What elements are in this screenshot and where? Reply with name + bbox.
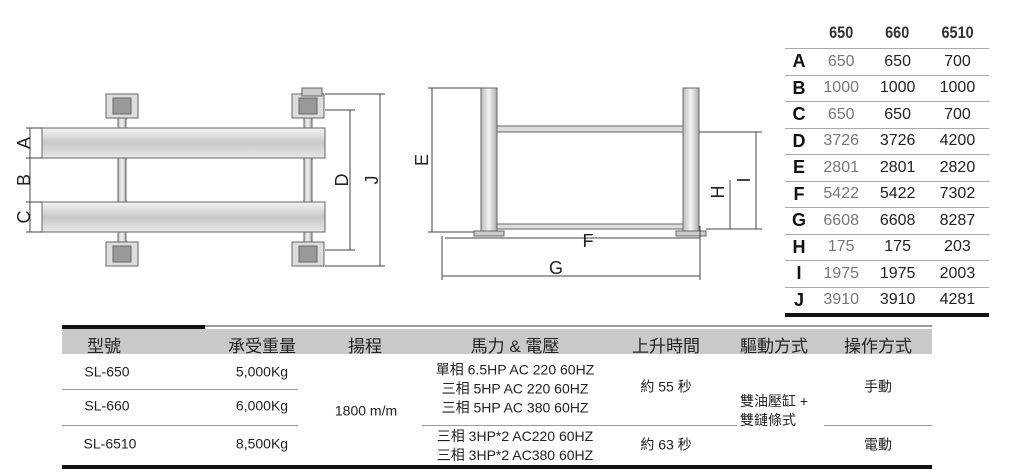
lift-height-cell: 1800 m/m bbox=[334, 402, 398, 419]
power-group-2: 三相 3HP*2 AC220 60HZ 三相 3HP*2 AC380 60HZ bbox=[436, 428, 594, 463]
dimension-label: D bbox=[785, 127, 813, 155]
dimension-label: B bbox=[785, 74, 813, 102]
divider bbox=[62, 389, 298, 390]
dim-label-c: C bbox=[14, 211, 34, 224]
power-group-1: 單相 6.5HP AC 220 60HZ 三相 5HP AC 220 60HZ … bbox=[435, 361, 595, 416]
dimension-value: 8287 bbox=[925, 207, 989, 234]
dimension-value: 4281 bbox=[925, 286, 989, 317]
dimension-value: 2003 bbox=[925, 260, 989, 287]
dim-label-g: G bbox=[549, 258, 563, 278]
dimension-value: 2820 bbox=[925, 154, 989, 181]
capacity-cell: 8,500Kg bbox=[235, 435, 289, 452]
dim-label-i: I bbox=[734, 177, 754, 182]
column-650: 650 bbox=[829, 23, 854, 42]
dimension-value: 2801 bbox=[813, 154, 870, 181]
dimension-value: 1975 bbox=[813, 260, 870, 287]
dimension-value: 650 bbox=[869, 48, 926, 75]
header-capacity: 承受重量 bbox=[228, 337, 296, 356]
column-6510: 6510 bbox=[941, 23, 974, 42]
dimension-value: 700 bbox=[925, 101, 989, 128]
dim-label-b: B bbox=[14, 174, 34, 186]
dimension-value: 3910 bbox=[813, 286, 870, 317]
dimension-label: E bbox=[785, 154, 813, 181]
divider bbox=[422, 425, 737, 426]
dimension-value: 3910 bbox=[869, 286, 926, 317]
header-lift: 揚程 bbox=[348, 337, 382, 356]
dimension-label: A bbox=[785, 48, 813, 75]
header-model: 型號 bbox=[87, 337, 121, 356]
divider bbox=[62, 425, 298, 426]
side-view-diagram: E F G H I bbox=[412, 87, 762, 280]
header-operation: 操作方式 bbox=[844, 337, 912, 356]
dimension-value: 650 bbox=[813, 48, 870, 75]
dimension-value: 3726 bbox=[813, 127, 870, 155]
operation-2: 電動 bbox=[864, 436, 892, 453]
dimension-value: 650 bbox=[813, 101, 870, 128]
dimension-value: 1000 bbox=[813, 74, 870, 102]
dimension-value: 650 bbox=[869, 101, 926, 128]
drive-cell: 雙油壓缸 + 雙鏈條式 bbox=[739, 393, 809, 428]
dimension-value: 6608 bbox=[869, 207, 926, 234]
divider bbox=[62, 325, 205, 329]
model-cell: SL-6510 bbox=[83, 435, 137, 452]
model-cell: SL-660 bbox=[84, 397, 130, 414]
dimension-value: 2801 bbox=[869, 154, 926, 181]
dimension-value: 700 bbox=[925, 48, 989, 75]
divider bbox=[62, 465, 932, 469]
dim-label-e: E bbox=[412, 154, 432, 166]
dimension-label: C bbox=[785, 101, 813, 128]
divider bbox=[62, 325, 932, 327]
dimension-value: 5422 bbox=[813, 180, 870, 208]
dimension-value: 1000 bbox=[925, 74, 989, 102]
dimension-label: G bbox=[785, 207, 813, 234]
dimension-value: 5422 bbox=[869, 180, 926, 208]
dim-label-j: J bbox=[362, 176, 382, 185]
spec-table-header: 型號 承受重量 揚程 馬力 & 電壓 上升時間 驅動方式 操作方式 bbox=[62, 329, 932, 356]
header-rise-time: 上升時間 bbox=[632, 337, 700, 356]
divider bbox=[824, 425, 932, 426]
column-660: 660 bbox=[885, 23, 910, 42]
dimension-value: 203 bbox=[925, 233, 989, 261]
dimension-label: J bbox=[785, 286, 813, 317]
dim-label-f: F bbox=[583, 231, 594, 251]
dimension-value: 4200 bbox=[925, 127, 989, 155]
dim-label-h: H bbox=[708, 186, 728, 199]
header-drive: 驅動方式 bbox=[740, 337, 808, 356]
rise-time-2: 約 63 秒 bbox=[640, 436, 692, 453]
dimension-label: I bbox=[785, 260, 813, 287]
dimension-label: F bbox=[785, 180, 813, 208]
dimension-value: 175 bbox=[869, 233, 926, 261]
operation-1: 手動 bbox=[864, 378, 892, 395]
top-view-diagram: A B C D J bbox=[14, 87, 385, 267]
dimension-value: 7302 bbox=[925, 180, 989, 208]
dimension-value: 3726 bbox=[869, 127, 926, 155]
dimension-value: 1975 bbox=[869, 260, 926, 287]
dim-label-a: A bbox=[14, 137, 34, 149]
dimension-value: 175 bbox=[813, 233, 870, 261]
dimension-value: 6608 bbox=[813, 207, 870, 234]
rise-time-1: 約 55 秒 bbox=[640, 378, 692, 395]
dimension-label: H bbox=[785, 233, 813, 261]
header-power: 馬力 & 電壓 bbox=[470, 337, 560, 356]
dim-label-d: D bbox=[332, 174, 352, 187]
capacity-cell: 6,000Kg bbox=[235, 397, 289, 414]
model-cell: SL-650 bbox=[84, 363, 130, 380]
dimension-value: 1000 bbox=[869, 74, 926, 102]
capacity-cell: 5,000Kg bbox=[235, 363, 289, 380]
